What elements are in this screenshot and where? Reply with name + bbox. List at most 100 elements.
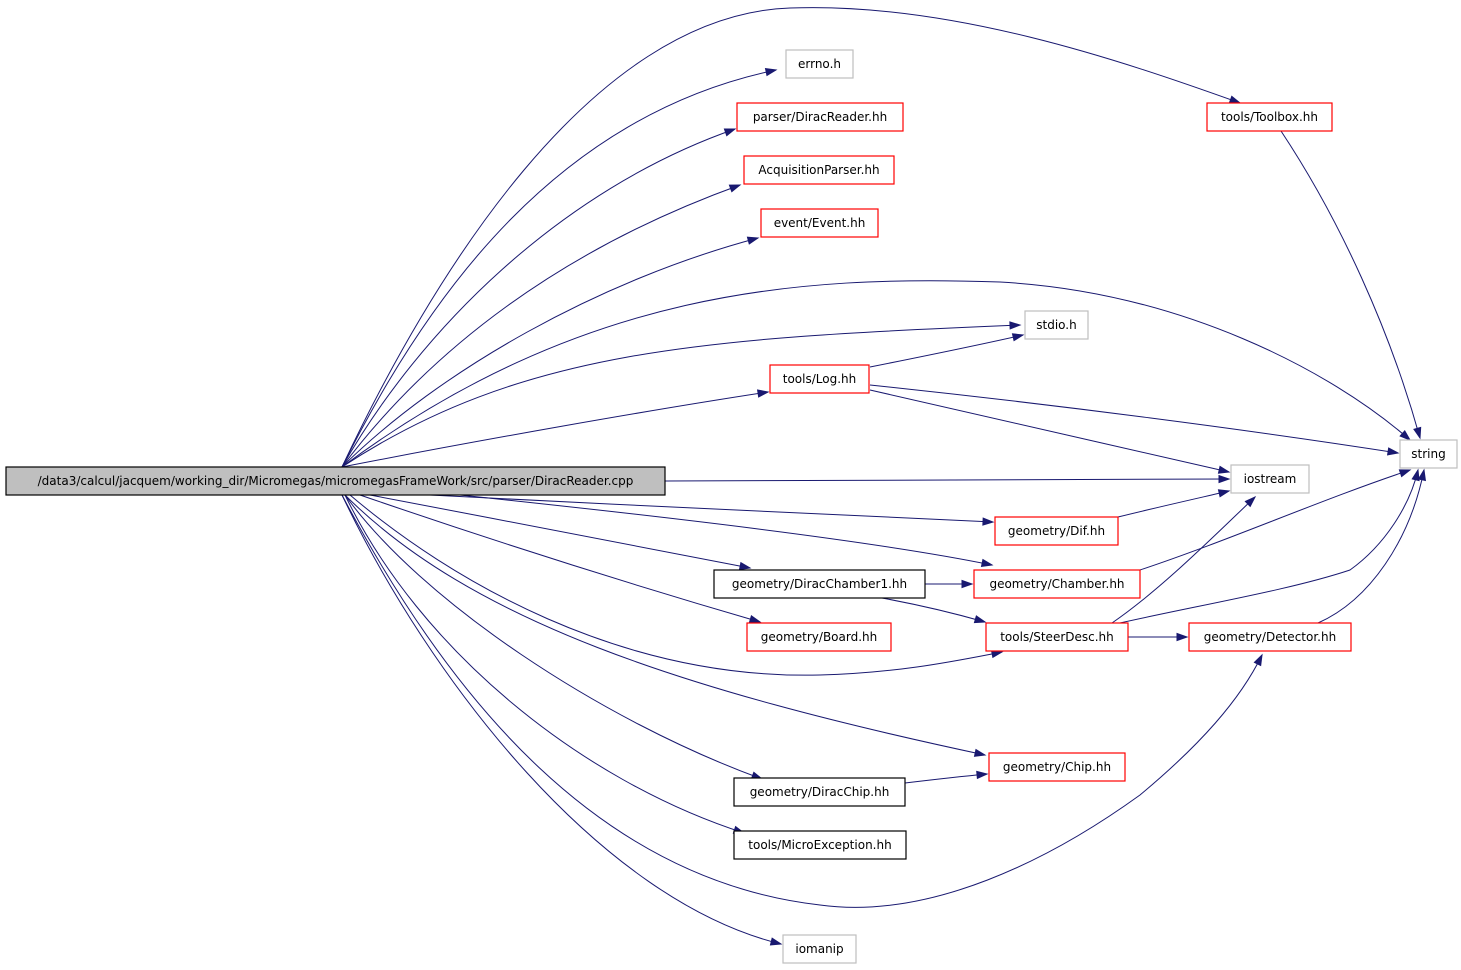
edge-root-to-board [359, 494, 762, 624]
edge-line [341, 280, 1411, 468]
edge-line [341, 7, 1241, 468]
edge-arrowhead [1253, 653, 1263, 667]
node-label: tools/MicroException.hh [748, 838, 891, 852]
node-label: geometry/Chip.hh [1003, 760, 1111, 774]
edge-diracchamber-to-chamber [925, 579, 974, 589]
edge-line [429, 494, 994, 523]
edge-arrowhead [973, 615, 987, 624]
node-log[interactable]: tools/Log.hh [769, 364, 870, 394]
edge-line [1119, 469, 1419, 624]
edge-log-to-iostream [869, 389, 1231, 474]
edge-line [341, 69, 777, 468]
edge-root-to-chamber [459, 494, 994, 568]
edge-diracchamber-to-steer [881, 597, 987, 624]
edge-arrowhead [1011, 333, 1025, 342]
node-dif[interactable]: geometry/Dif.hh [994, 516, 1119, 546]
edge-arrowhead [764, 68, 778, 77]
node-box [743, 155, 895, 185]
edge-arrowhead [1399, 429, 1412, 441]
edge-arrowhead [723, 128, 737, 137]
edge-arrowhead [973, 748, 987, 757]
node-label: AcquisitionParser.hh [758, 163, 879, 177]
edge-root-to-errno [341, 68, 778, 468]
edge-arrowhead [746, 236, 760, 245]
edge-arrowhead [980, 558, 994, 568]
node-iomanip[interactable]: iomanip [782, 934, 857, 964]
node-box [782, 934, 857, 964]
node-label: geometry/Board.hh [761, 630, 878, 644]
node-toolbox[interactable]: tools/Toolbox.hh [1206, 102, 1333, 132]
node-iostream[interactable]: iostream [1230, 464, 1310, 494]
node-label: string [1411, 447, 1445, 461]
node-string[interactable]: string [1399, 439, 1458, 469]
edge-root-to-iostream [664, 474, 1231, 484]
edge-arrowhead [748, 615, 762, 624]
node-diracchamber[interactable]: geometry/DiracChamber1.hh [713, 569, 926, 599]
node-event[interactable]: event/Event.hh [760, 208, 879, 238]
edge-log-to-string [869, 384, 1400, 456]
node-stdio[interactable]: stdio.h [1024, 310, 1089, 340]
edge-dif-to-iostream [1117, 489, 1231, 518]
node-label: event/Event.hh [774, 216, 866, 230]
node-box [1399, 439, 1458, 469]
node-box [1024, 310, 1089, 340]
node-label: /data3/calcul/jacquem/working_dir/Microm… [38, 474, 634, 488]
edge-root-to-detector [341, 494, 1263, 908]
node-box [1206, 102, 1333, 132]
node-detector[interactable]: geometry/Detector.hh [1188, 622, 1352, 652]
edge-arrowhead [1398, 469, 1412, 478]
edge-arrowhead [1386, 447, 1400, 456]
node-parserdirac[interactable]: parser/DiracReader.hh [736, 102, 904, 132]
edge-line [341, 184, 741, 468]
edge-line [369, 494, 751, 569]
edge-arrowhead [738, 561, 752, 571]
edge-root-to-dif [429, 494, 995, 526]
node-box [988, 752, 1126, 782]
edge-line [341, 128, 736, 468]
edge-diracchip-to-chip [904, 770, 989, 784]
node-steer[interactable]: tools/SteerDesc.hh [985, 622, 1129, 652]
edge-line [869, 389, 1230, 473]
edge-line [1117, 490, 1230, 518]
edge-line [1280, 130, 1421, 439]
edge-arrowhead [1218, 474, 1231, 484]
node-label: stdio.h [1036, 318, 1076, 332]
node-chamber[interactable]: geometry/Chamber.hh [973, 569, 1141, 599]
node-chip[interactable]: geometry/Chip.hh [988, 752, 1126, 782]
edge-line [359, 494, 761, 623]
node-microexc[interactable]: tools/MicroException.hh [733, 830, 907, 860]
node-acq[interactable]: AcquisitionParser.hh [743, 155, 895, 185]
node-box [769, 364, 870, 394]
edge-line [344, 494, 745, 834]
edge-arrowhead [1217, 489, 1231, 498]
node-errno[interactable]: errno.h [785, 49, 854, 79]
edge-arrowhead [1244, 495, 1257, 508]
node-box [985, 622, 1129, 652]
edge-arrowhead [769, 937, 783, 946]
edge-arrowhead [1411, 468, 1420, 482]
edge-root-to-string [341, 280, 1412, 468]
node-label: geometry/Dif.hh [1008, 524, 1105, 538]
edge-root-to-event [341, 236, 760, 468]
node-label: tools/Toolbox.hh [1221, 110, 1318, 124]
edge-line [1139, 469, 1411, 571]
node-box [1188, 622, 1352, 652]
edge-line [1111, 496, 1256, 624]
node-root[interactable]: /data3/calcul/jacquem/working_dir/Microm… [5, 466, 666, 496]
edge-arrowhead [728, 184, 742, 193]
edges-layer [341, 7, 1427, 946]
node-label: tools/SteerDesc.hh [1000, 630, 1114, 644]
node-label: errno.h [798, 57, 841, 71]
node-board[interactable]: geometry/Board.hh [746, 622, 892, 652]
edge-line [344, 494, 986, 756]
edge-root-to-log [341, 389, 770, 468]
node-diracchip[interactable]: geometry/DiracChip.hh [733, 777, 906, 807]
node-label: parser/DiracReader.hh [753, 110, 887, 124]
edge-arrowhead [961, 579, 974, 589]
edge-line [341, 391, 769, 468]
node-label: geometry/DiracChip.hh [750, 785, 890, 799]
edge-arrowhead [756, 389, 770, 398]
node-box [760, 208, 879, 238]
edge-steer-to-iostream [1111, 495, 1257, 624]
edge-log-to-stdio [869, 333, 1025, 368]
